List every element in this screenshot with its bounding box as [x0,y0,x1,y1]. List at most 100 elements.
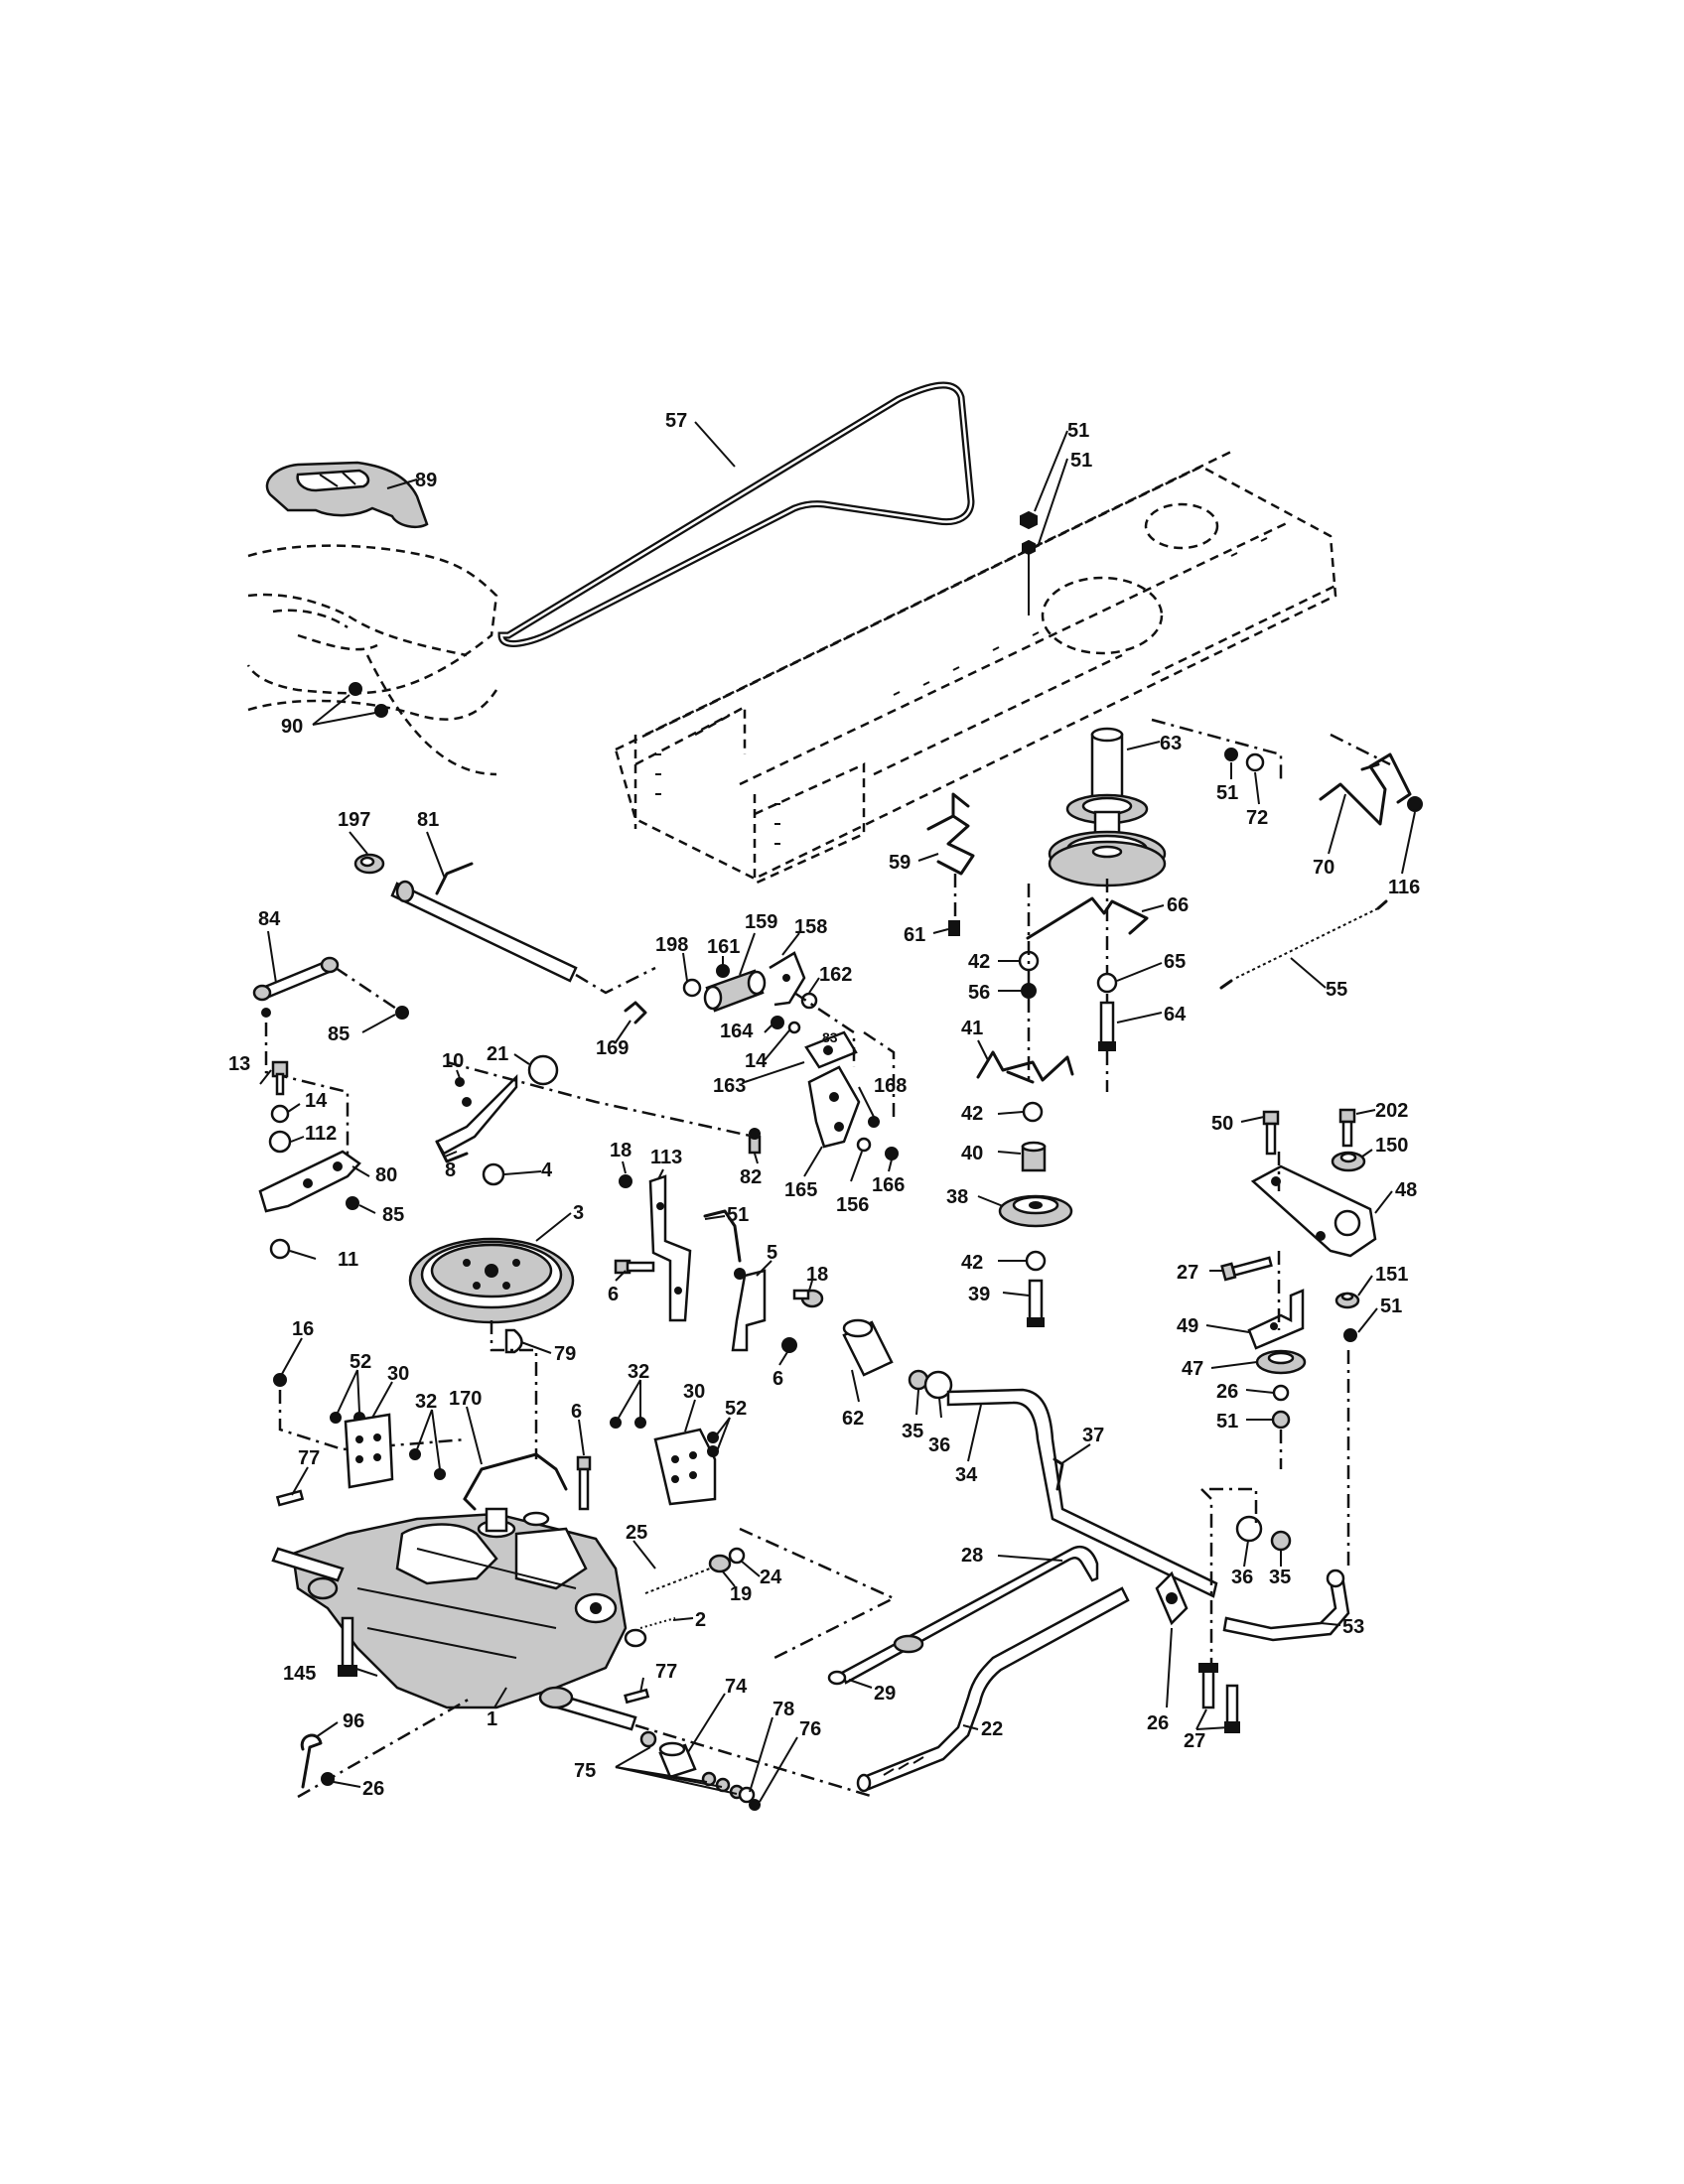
callout-197: 197 [338,809,370,831]
shaft-81 [390,862,578,983]
bolt-64 [1098,1001,1116,1051]
callout-161: 161 [707,936,740,958]
callout-150: 150 [1375,1135,1408,1157]
callout-52: 52 [725,1398,747,1420]
callout-labels: 57 51 51 89 90 63 51 72 70 116 59 61 66 … [228,410,1420,1800]
callout-62: 62 [842,1408,864,1430]
pulley-38 [998,1194,1073,1228]
washer-42-low [1025,1250,1047,1272]
callout-66: 66 [1167,894,1189,916]
callout-51: 51 [1216,782,1238,804]
callout-38: 38 [946,1186,968,1208]
nut-90b [374,704,388,718]
callout-1: 1 [487,1708,497,1730]
callout-19: 19 [730,1583,752,1605]
spring-clip-70 [1319,752,1412,826]
centerline-3 [490,1320,538,1459]
bracket-59 [926,792,975,876]
plate-30-left [344,1413,394,1489]
washer-198 [682,978,702,998]
callout-72: 72 [1246,807,1268,829]
callout-22: 22 [981,1718,1003,1740]
transaxle-1 [271,1507,647,1731]
callout-169: 169 [596,1037,629,1059]
callout-25: 25 [626,1522,647,1544]
frame-left-outline [365,654,497,776]
callout-76: 76 [799,1718,821,1740]
callout-30: 30 [683,1381,705,1403]
callout-47: 47 [1182,1358,1203,1380]
washer-24 [728,1547,746,1565]
callout-18: 18 [610,1140,632,1161]
spacer-19 [708,1554,732,1573]
callout-164: 164 [720,1021,754,1042]
callout-51: 51 [1216,1411,1238,1433]
screw-168 [868,1116,880,1128]
centerline-84 [335,966,403,1015]
washer-156 [856,1137,872,1153]
callout-89: 89 [415,470,437,491]
washer-14-mid [787,1021,801,1034]
nut-166 [885,1147,899,1160]
callout-26: 26 [362,1778,384,1800]
bolt-61 [948,920,960,936]
washer-36-left [923,1370,953,1400]
callout-165: 165 [784,1179,817,1201]
callout-70: 70 [1313,857,1334,879]
bolt-202 [1338,1108,1356,1148]
callout-78: 78 [772,1699,794,1720]
callout-65: 65 [1164,951,1186,973]
bracket-83 [804,1030,858,1069]
screw-116 [1407,796,1423,812]
ring-76 [749,1799,761,1811]
callout-26: 26 [1216,1381,1238,1403]
callout-151: 151 [1375,1264,1408,1286]
callout-85: 85 [328,1024,350,1045]
callout-27: 27 [1184,1730,1205,1752]
bushing-197 [353,853,385,875]
bracket-80 [258,1150,361,1213]
bolt-161 [716,964,730,978]
callout-162: 162 [819,964,852,986]
callout-156: 156 [836,1194,869,1216]
callout-50: 50 [1211,1113,1233,1135]
nut-51-second [1022,539,1036,556]
callout-32: 32 [415,1391,437,1413]
link-84 [252,956,340,1018]
centerline-cluster-b [863,1030,896,1117]
callout-26: 26 [1147,1712,1169,1734]
centerline-82 [446,1060,756,1139]
bolt-13 [271,1060,289,1096]
callout-52: 52 [350,1351,371,1373]
callout-77: 77 [298,1447,320,1469]
pin-29 [827,1670,847,1686]
pulley-3 [408,1237,575,1324]
bracket-113 [648,1174,692,1322]
callout-170: 170 [449,1388,482,1410]
callout-112: 112 [305,1123,337,1145]
callout-6: 6 [608,1284,619,1305]
bolt-164 [771,1016,784,1029]
callout-41: 41 [961,1018,983,1039]
bolt-27-right-a [1198,1663,1218,1709]
callout-3: 3 [573,1202,584,1224]
bolt-39 [1027,1279,1045,1327]
centerline-right-col [1277,1152,1283,1469]
callout-158: 158 [794,916,827,938]
callout-37: 37 [1082,1425,1104,1446]
callout-6: 6 [772,1368,783,1390]
spring-rod-66 [1026,896,1149,940]
callout-81: 81 [417,809,439,831]
nut-51-top [1020,510,1038,530]
pin-77-left [275,1489,305,1507]
callout-51: 51 [1070,450,1092,472]
callout-30: 30 [387,1363,409,1385]
seat-pan-part [265,461,429,528]
callout-42: 42 [961,1252,983,1274]
callout-14: 14 [305,1090,328,1112]
drive-belt-part [497,381,975,647]
callout-145: 145 [283,1663,316,1685]
rod-22 [856,1586,1130,1793]
bracket-158 [769,951,806,1007]
